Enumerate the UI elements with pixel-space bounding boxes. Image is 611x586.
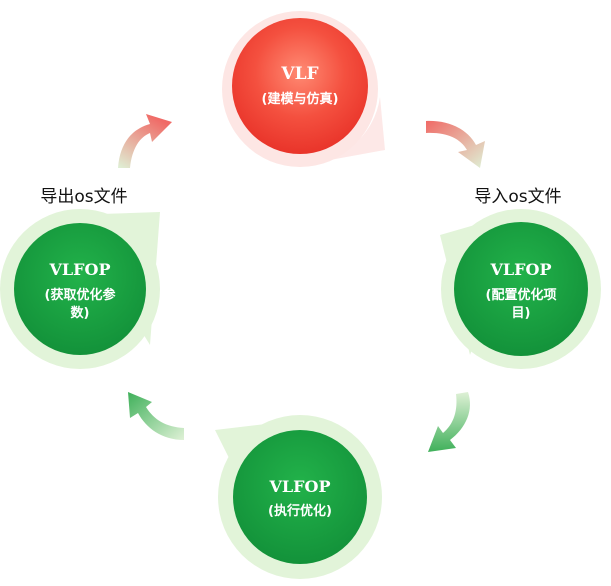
node-left-vlfop: VLFOP (获取优化参 数): [0, 209, 160, 369]
node-right-vlfop: VLFOP (配置优化项 目): [440, 209, 601, 369]
node-top-vlf: VLF (建模与仿真): [222, 11, 385, 167]
node-top-title: VLF: [280, 64, 318, 84]
node-bottom-subtitle: (执行优化): [268, 503, 332, 519]
label-import-os-file: 导入os文件: [474, 187, 561, 207]
node-top-circle: [232, 18, 368, 154]
node-bottom-vlfop: VLFOP (执行优化): [215, 415, 382, 579]
node-left-title: VLFOP: [49, 260, 111, 279]
node-right-title: VLFOP: [490, 260, 552, 279]
node-left-subtitle-1: (获取优化参: [45, 287, 117, 303]
label-export-os-file: 导出os文件: [40, 187, 127, 207]
node-right-subtitle-1: (配置优化项: [486, 287, 557, 303]
node-left-circle: [14, 223, 146, 355]
node-right-circle: [454, 222, 588, 356]
node-left-subtitle-2: 数): [71, 305, 90, 321]
arrow-bottom-to-left: [128, 392, 184, 440]
node-bottom-circle: [233, 430, 367, 564]
node-right-subtitle-2: 目): [512, 306, 531, 321]
arrow-top-to-right: [426, 120, 485, 168]
arrow-left-to-top: [118, 114, 172, 168]
arrow-right-to-bottom: [428, 392, 470, 452]
node-top-subtitle: (建模与仿真): [262, 91, 339, 107]
node-bottom-title: VLFOP: [269, 477, 331, 496]
